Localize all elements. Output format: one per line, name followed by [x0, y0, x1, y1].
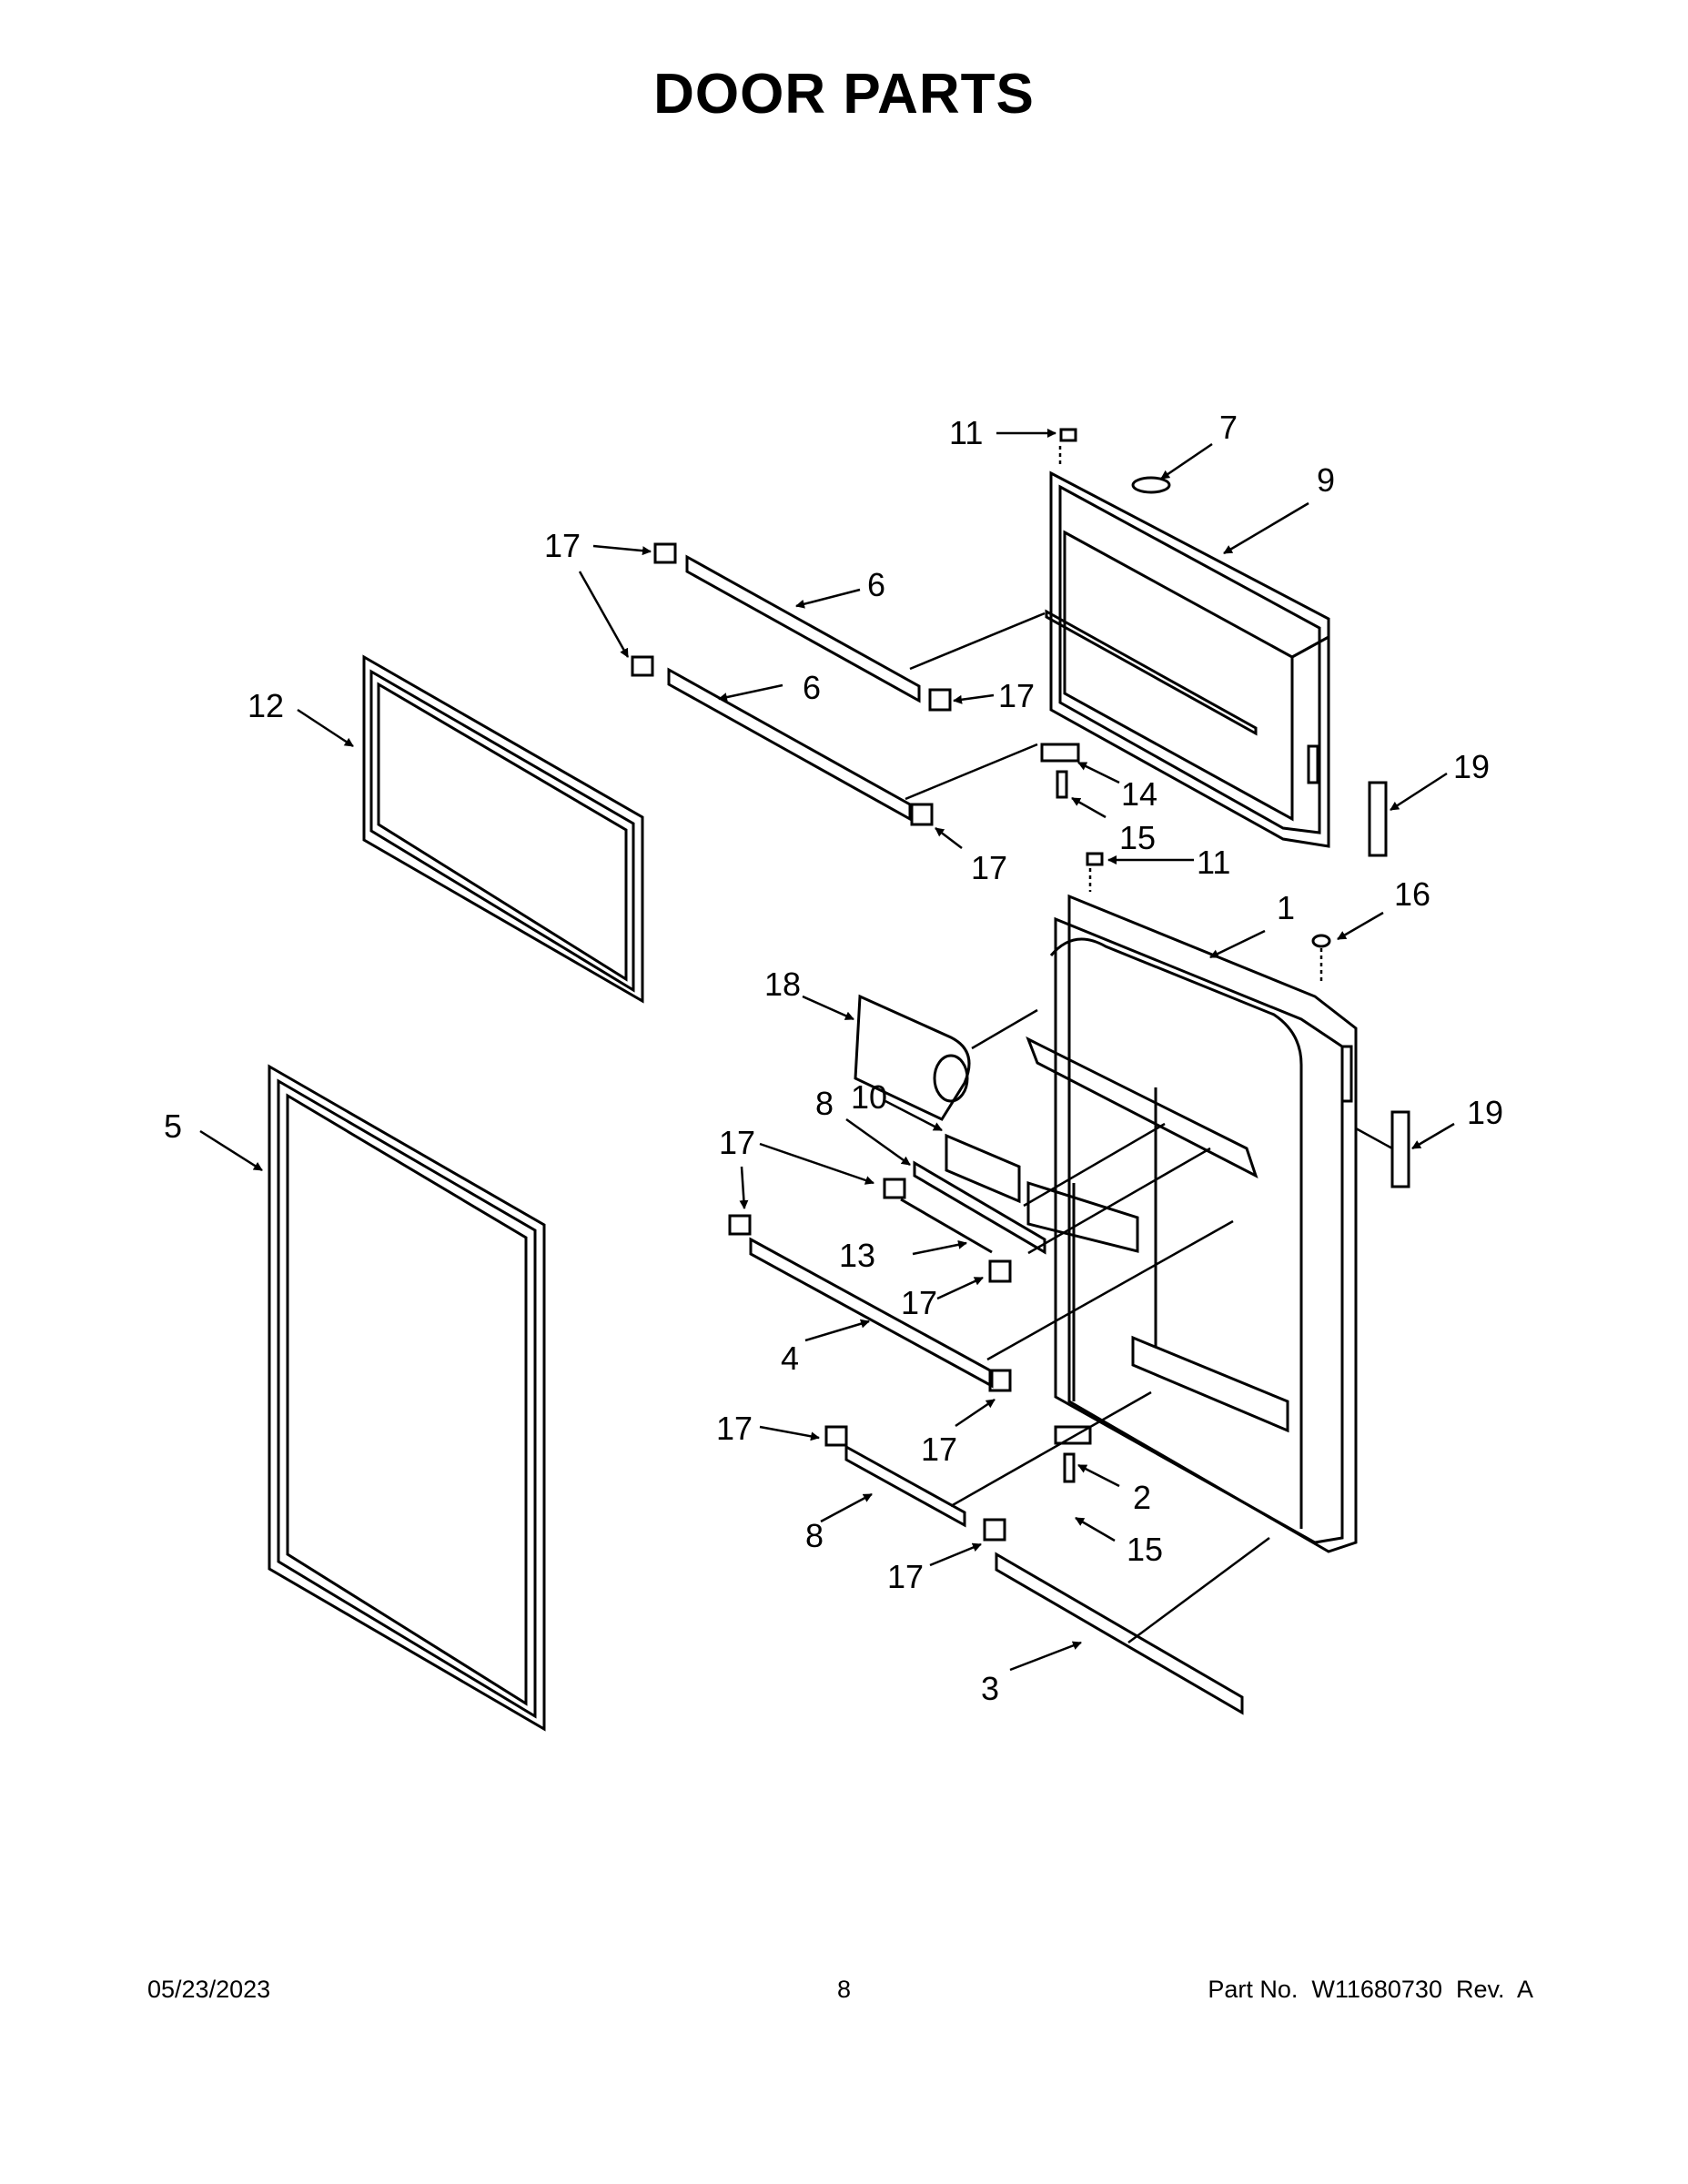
callout-6: 6: [803, 669, 821, 706]
callout-2: 2: [1133, 1479, 1151, 1516]
footer-part-number: Part No. W11680730 Rev. A: [1208, 1976, 1533, 2003]
callout-10: 10: [851, 1078, 887, 1116]
callout-15: 15: [1119, 819, 1156, 856]
footer-page-number: 8: [836, 1976, 852, 2003]
callout-8: 8: [815, 1085, 834, 1122]
callout-3: 3: [981, 1670, 999, 1707]
callout-17: 17: [719, 1124, 755, 1161]
callout-19: 19: [1467, 1094, 1503, 1131]
callout-17: 17: [716, 1410, 753, 1447]
callout-6: 6: [867, 566, 885, 603]
callout-17: 17: [901, 1284, 937, 1321]
fresh-food-gasket-part: [268, 1064, 546, 1732]
leader-arrows: [199, 429, 1455, 1672]
callout-11: 11: [949, 414, 983, 451]
callout-16: 16: [1394, 875, 1430, 913]
fresh-food-door-part: [1026, 894, 1358, 1553]
freezer-shelf-rails: [667, 554, 921, 822]
callout-labels: 11 7 9 17 6 6 17 12 19 14 15 17 11 1 16 …: [164, 409, 1503, 1707]
callout-5: 5: [164, 1107, 182, 1145]
assembly-lines: [905, 446, 1393, 1644]
callout-19: 19: [1453, 748, 1490, 785]
trim-strip-lower: [844, 1444, 966, 1528]
rod-13: [900, 1198, 993, 1254]
freezer-gasket-part: [362, 654, 644, 1004]
callout-14: 14: [1121, 775, 1157, 813]
trim-strip-upper: [913, 1160, 1046, 1255]
door-rail-4: [749, 1237, 994, 1389]
callout-17: 17: [921, 1431, 957, 1468]
handle-19-lower: [1390, 1110, 1410, 1188]
footer-date: 05/23/2023: [147, 1976, 271, 2003]
callout-13: 13: [839, 1237, 875, 1274]
callout-17: 17: [998, 677, 1035, 714]
callout-18: 18: [764, 966, 801, 1003]
callout-8: 8: [805, 1517, 824, 1554]
callout-15: 15: [1127, 1531, 1163, 1568]
handle-19-upper: [1368, 781, 1388, 857]
bottom-rail-3: [995, 1552, 1244, 1715]
page-title: DOOR PARTS: [653, 63, 1035, 126]
callout-9: 9: [1317, 461, 1335, 499]
freezer-door-part: [1045, 470, 1330, 848]
callout-4: 4: [781, 1340, 799, 1377]
callout-11: 11: [1197, 844, 1230, 881]
callout-7: 7: [1219, 409, 1238, 446]
hardware-parts: [1040, 428, 1331, 1483]
plate-10: [945, 1133, 1021, 1204]
clip-parts-17: [631, 542, 1012, 1542]
callout-17: 17: [544, 527, 581, 564]
callout-17: 17: [971, 849, 1007, 886]
cover-18: [854, 994, 971, 1121]
callout-17: 17: [887, 1558, 924, 1595]
callout-12: 12: [248, 687, 284, 724]
callout-1: 1: [1277, 889, 1295, 926]
